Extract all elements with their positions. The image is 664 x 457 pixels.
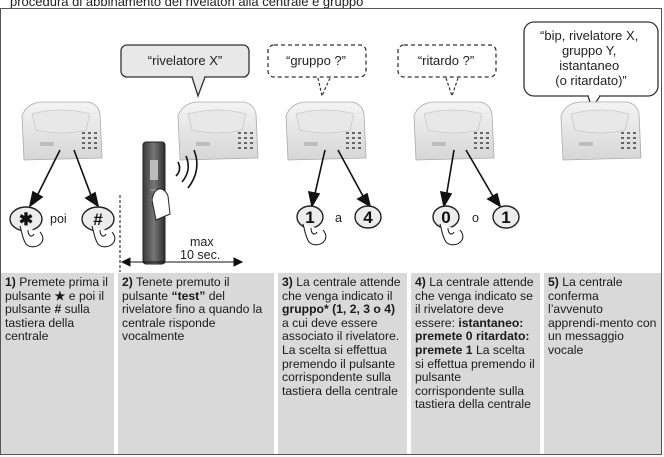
step-number: 4) <box>415 275 426 289</box>
control-panel-1 <box>21 101 103 161</box>
control-panel-5 <box>560 101 642 161</box>
diagram-frame <box>0 8 662 455</box>
svg-text:0: 0 <box>441 208 450 227</box>
svg-text:1: 1 <box>501 208 510 227</box>
step-emphasis: istantaneo: premete 0 ritardato: premete… <box>415 315 530 357</box>
connector-a: a <box>335 211 342 225</box>
speech-bubble-4: “bip, rivelatore X, gruppo Y, istantaneo… <box>523 21 659 110</box>
step-text: La scelta si effettua premendo il pulsan… <box>415 342 535 412</box>
hash-key: # <box>81 206 115 232</box>
star-key: ✱ <box>9 206 43 232</box>
timer-duration-label: 10 sec. <box>180 248 220 262</box>
step-text: del rivelatore fino a quando la centrale… <box>122 288 263 344</box>
arrow-to-key-1 <box>307 149 326 209</box>
arrow-to-key-1b <box>465 149 502 208</box>
step-number: 3) <box>282 275 293 289</box>
svg-text:1: 1 <box>305 208 314 227</box>
detector-device <box>142 141 171 265</box>
svg-text:“ritardo ?”: “ritardo ?” <box>418 53 474 68</box>
step-text: La centrale conferma l’avvenuto apprendi… <box>548 275 657 357</box>
step-text: Premete prima il pulsante <box>5 275 108 303</box>
step-5: 5) La centrale conferma l’avvenuto appre… <box>544 273 661 454</box>
steps-row: 1) Premete prima il pulsante ★ e poi il … <box>1 273 661 454</box>
svg-text:#: # <box>93 210 103 229</box>
step-text: La centrale attende che venga indicato i… <box>282 275 401 303</box>
key-1b: 1 <box>492 205 520 229</box>
control-panel-2 <box>177 101 259 161</box>
step-4: 4) La centrale attende che venga indicat… <box>411 273 540 454</box>
arrow-to-hash <box>73 149 100 208</box>
step-text: e poi il pulsante <box>5 288 105 317</box>
step-emphasis: gruppo* (1, 2, 3 o 4) <box>282 302 396 317</box>
connector-poi: poi <box>50 212 67 226</box>
speech-bubble-3: “ritardo ?” <box>397 44 497 98</box>
svg-text:“gruppo ?”: “gruppo ?” <box>286 53 346 68</box>
step-3: 3) La centrale attende che venga indicat… <box>278 273 407 454</box>
connector-o: o <box>472 211 479 225</box>
control-panel-3 <box>285 101 367 161</box>
step-number: 5) <box>548 275 559 289</box>
signal-waves-icon <box>175 149 198 189</box>
step-emphasis: “test” <box>171 288 206 303</box>
step-2: 2) Tenete premuto il pulsante “test” del… <box>118 273 274 454</box>
arrow-to-star <box>28 149 61 208</box>
svg-text:4: 4 <box>363 208 373 227</box>
step-text: Tenete premuto il pulsante <box>122 275 230 303</box>
svg-text:“rivelatore X”: “rivelatore X” <box>148 53 222 68</box>
svg-text:“bip, rivelatore X, grup: “bip, rivelatore X, gruppo Y, istantaneo… <box>540 28 642 88</box>
speech-bubble-2: “gruppo ?” <box>267 44 367 98</box>
step-text: sulla tastiera della centrale <box>5 302 90 344</box>
key-4: 4 <box>354 205 382 229</box>
key-1: 1 <box>296 205 324 229</box>
top-caption: procedura di abbinamento dei rivelatori … <box>10 0 364 9</box>
step-text: a cui deve essere associato il rivelator… <box>282 315 400 398</box>
svg-text:✱: ✱ <box>19 210 33 229</box>
key-0: 0 <box>432 205 460 229</box>
step-number: 1) <box>5 275 16 289</box>
step-emphasis: ★ <box>54 288 66 303</box>
step-text: La centrale attende che venga indicato s… <box>415 275 534 330</box>
timer-max-label: max <box>190 235 214 249</box>
timer-dimension <box>119 195 244 272</box>
step-number: 2) <box>122 275 133 289</box>
arrow-to-key-0 <box>439 149 455 209</box>
step-1: 1) Premete prima il pulsante ★ e poi il … <box>1 273 114 454</box>
speech-bubble-1: “rivelatore X” <box>120 44 250 99</box>
arrow-to-key-4 <box>337 149 372 208</box>
step-emphasis: # <box>54 302 62 317</box>
